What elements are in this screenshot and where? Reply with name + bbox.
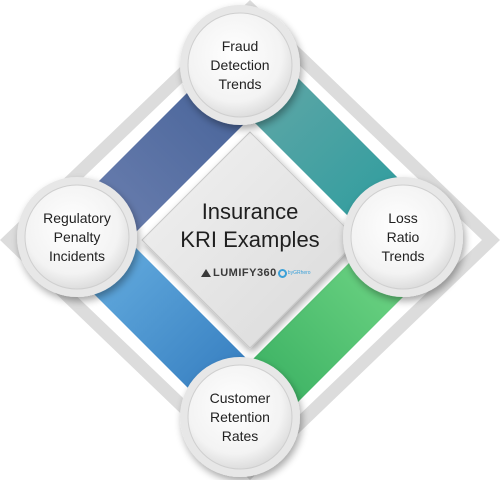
brand-tagline: byGRhero xyxy=(287,270,311,276)
node-circle-left xyxy=(17,177,137,297)
node-customer-retention-rates: Customer Retention Rates xyxy=(180,357,300,477)
node-loss-ratio-trends: Loss Ratio Trends xyxy=(343,177,463,297)
node-circle-bottom xyxy=(180,357,300,477)
center-title: Insurance KRI Examples xyxy=(180,199,320,252)
center-panel xyxy=(141,131,359,349)
node-fraud-detection-trends: Fraud Detection Trends xyxy=(180,5,300,125)
node-circle-top xyxy=(180,5,300,125)
node-label-top: Fraud Detection Trends xyxy=(210,37,270,92)
brand-ring-icon xyxy=(277,268,287,278)
brand-triangle-icon xyxy=(201,269,211,277)
brand-name: LUMIFY360 xyxy=(213,267,277,279)
node-regulatory-penalty-incidents: Regulatory Penalty Incidents xyxy=(17,177,137,297)
node-label-right: Loss Ratio Trends xyxy=(381,209,425,264)
node-label-bottom: Customer Retention Rates xyxy=(209,389,271,444)
node-label-left: Regulatory Penalty Incidents xyxy=(43,209,111,264)
brand-logo: LUMIFY360 byGRhero xyxy=(201,266,311,280)
center-panel-group xyxy=(141,131,359,349)
node-circle-right xyxy=(343,177,463,297)
